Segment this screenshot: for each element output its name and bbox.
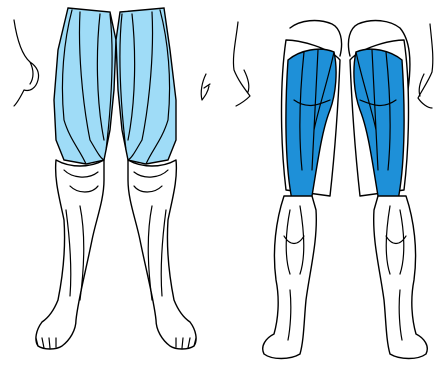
back-left-hand <box>233 22 250 106</box>
back-right-hand <box>418 24 433 108</box>
front-view-legs <box>14 8 210 349</box>
back-view-legs <box>233 21 432 359</box>
front-left-hand <box>201 74 210 100</box>
front-right-hand <box>14 20 39 106</box>
